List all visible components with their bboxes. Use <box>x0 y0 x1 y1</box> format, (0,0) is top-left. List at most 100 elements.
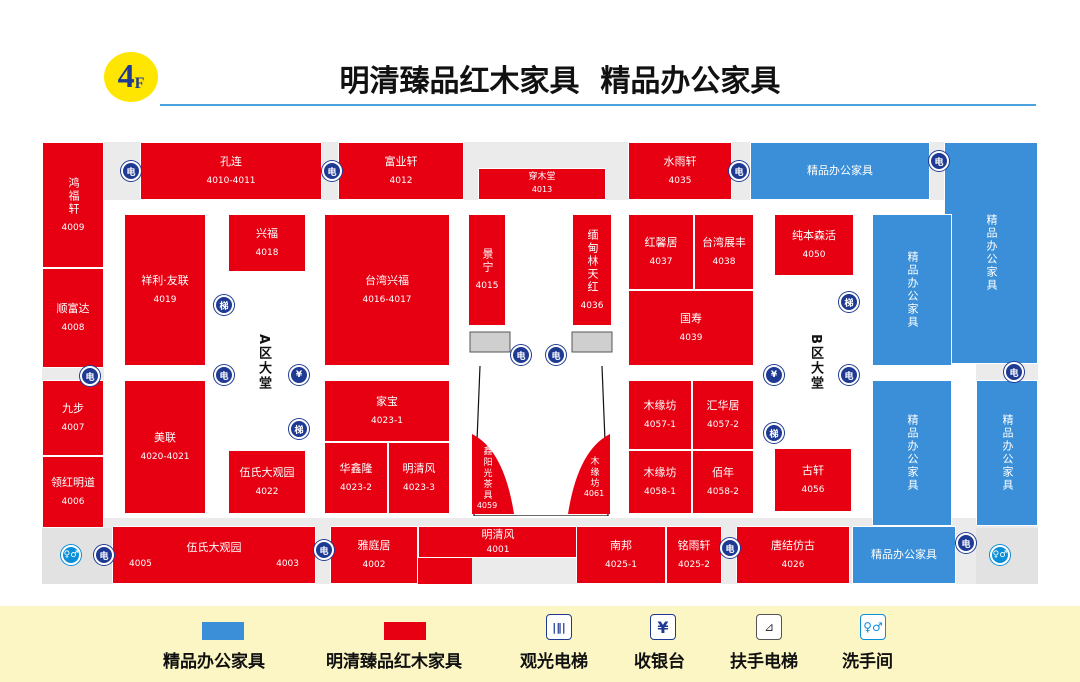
elevator-icon[interactable]: 电 <box>1004 362 1024 382</box>
escalator-legend-icon: ⊿ <box>756 614 782 640</box>
shop-4023-1[interactable]: 家宝 4023-1 <box>324 380 450 442</box>
shop-code: 4013 <box>531 185 553 194</box>
shop-code: 4058-2 <box>707 487 739 497</box>
elevator-icon[interactable]: 电 <box>121 161 141 181</box>
office-right-top[interactable]: 精品办公家具 <box>944 142 1038 364</box>
office-label: 精品办公家具 <box>906 251 919 329</box>
shop-name: 美联 <box>154 431 176 444</box>
shop-code: 4039 <box>679 333 703 343</box>
shop-name: 南邦 <box>610 539 632 552</box>
shop-name: 鸿福轩 <box>67 176 80 216</box>
shop-4023-2[interactable]: 华鑫隆 4023-2 <box>324 442 388 514</box>
floor-number: 4 <box>117 58 135 95</box>
cashier-icon[interactable]: ¥ <box>289 365 309 385</box>
escalator-icon[interactable]: 梯 <box>289 419 309 439</box>
shop-4015[interactable]: 景宁 4015 <box>468 214 506 326</box>
legend-label: 观光电梯 <box>520 652 588 672</box>
shop-4023-3[interactable]: 明清风 4023-3 <box>388 442 450 514</box>
shop-4056[interactable]: 古轩 4056 <box>774 448 852 512</box>
shop-name: 华鑫隆 <box>339 462 373 475</box>
shop-4019[interactable]: 祥利·友联 4019 <box>124 214 206 366</box>
shop-name: 祥利·友联 <box>141 274 189 287</box>
shop-code: 4023-2 <box>340 483 372 493</box>
office-bottom[interactable]: 精品办公家具 <box>852 526 956 584</box>
shop-4057-2[interactable]: 汇华居 4057-2 <box>692 380 754 450</box>
shop-code: 4061 <box>583 489 605 498</box>
shop-4001[interactable]: 明清风 4001 <box>418 526 578 558</box>
shop-code: 4018 <box>255 248 279 258</box>
office-label: 精品办公家具 <box>985 214 998 292</box>
shop-4037[interactable]: 红馨居 4037 <box>628 214 694 290</box>
shop-4012[interactable]: 富业轩 4012 <box>338 142 464 200</box>
legend <box>0 606 1080 682</box>
shop-name: 木缘坊 <box>588 456 599 489</box>
shop-4005[interactable]: 伍氏大观园 4005 4003 <box>112 526 316 584</box>
office-top[interactable]: 精品办公家具 <box>750 142 930 200</box>
office-inner-top[interactable]: 精品办公家具 <box>872 214 952 366</box>
shop-4002[interactable]: 雅庭居 4002 <box>330 526 418 584</box>
shop-4013[interactable]: 穿木堂 4013 <box>478 168 606 200</box>
hall-a-label: A区大堂 <box>256 334 271 392</box>
escalator-icon[interactable]: 梯 <box>839 292 859 312</box>
shop-name: 台湾展丰 <box>702 236 746 249</box>
office-label: 精品办公家具 <box>906 414 919 492</box>
shop-code: 4019 <box>153 295 177 305</box>
shop-code-4005: 4005 <box>129 559 152 569</box>
shop-4061[interactable]: 木缘坊 4061 <box>578 456 610 512</box>
office-right-bottom[interactable]: 精品办公家具 <box>976 380 1038 526</box>
restroom-icon[interactable]: ♀♂ <box>990 545 1010 565</box>
shop-code: 4022 <box>255 487 279 497</box>
elevator-icon[interactable]: 电 <box>314 540 334 560</box>
shop-name: 伍氏大观园 <box>239 466 295 479</box>
elevator-icon[interactable]: 电 <box>546 345 566 365</box>
shop-4006[interactable]: 领红明道 4006 <box>42 456 104 528</box>
elevator-icon[interactable]: 电 <box>94 545 114 565</box>
shop-4057-1[interactable]: 木缘坊 4057-1 <box>628 380 692 450</box>
floor-suffix: F <box>134 75 145 92</box>
shop-4008[interactable]: 顺富达 4008 <box>42 268 104 368</box>
shop-4016[interactable]: 台湾兴福 4016-4017 <box>324 214 450 366</box>
shop-4058-1[interactable]: 木缘坊 4058-1 <box>628 450 692 514</box>
cashier-legend-icon: ¥ <box>650 614 676 640</box>
shop-4025-1[interactable]: 南邦 4025-1 <box>576 526 666 584</box>
shop-4018[interactable]: 兴福 4018 <box>228 214 306 272</box>
shop-4059[interactable]: 鑫阳光茶具 4059 <box>470 446 504 512</box>
shop-4010[interactable]: 孔连 4010-4011 <box>140 142 322 200</box>
shop-4022[interactable]: 伍氏大观园 4022 <box>228 450 306 514</box>
escalator-icon[interactable]: 梯 <box>764 423 784 443</box>
office-inner-bottom[interactable]: 精品办公家具 <box>872 380 952 526</box>
elevator-icon[interactable]: 电 <box>720 538 740 558</box>
elevator-icon[interactable]: 电 <box>511 345 531 365</box>
shop-4061-shape <box>568 434 610 514</box>
elevator-legend-icon: |‖| <box>546 614 572 640</box>
legend-label: 扶手电梯 <box>730 652 798 672</box>
shop-code: 4059 <box>476 501 498 510</box>
shop-4026[interactable]: 唐结仿古 4026 <box>736 526 850 584</box>
elevator-icon[interactable]: 电 <box>729 161 749 181</box>
shop-4035[interactable]: 水雨轩 4035 <box>628 142 732 200</box>
shop-code: 4026 <box>781 560 805 570</box>
restroom-icon[interactable]: ♀♂ <box>61 545 81 565</box>
shop-name: 水雨轩 <box>663 155 697 168</box>
elevator-icon[interactable]: 电 <box>956 533 976 553</box>
shop-name: 穿木堂 <box>528 172 556 182</box>
shop-4036[interactable]: 缅甸林天红 4036 <box>572 214 612 326</box>
elevator-icon[interactable]: 电 <box>322 161 342 181</box>
shop-name: 佰年 <box>712 466 734 479</box>
shop-4058-2[interactable]: 佰年 4058-2 <box>692 450 754 514</box>
shop-4009[interactable]: 鸿福轩 4009 <box>42 142 104 268</box>
shop-name: 红馨居 <box>644 236 678 249</box>
shop-4050[interactable]: 纯本森活 4050 <box>774 214 854 276</box>
shop-4038[interactable]: 台湾展丰 4038 <box>694 214 754 290</box>
shop-4025-2[interactable]: 铭雨轩 4025-2 <box>666 526 722 584</box>
escalator-icon[interactable]: 梯 <box>214 295 234 315</box>
elevator-icon[interactable]: 电 <box>929 151 949 171</box>
elevator-icon[interactable]: 电 <box>214 365 234 385</box>
elevator-icon[interactable]: 电 <box>839 365 859 385</box>
cashier-icon[interactable]: ¥ <box>764 365 784 385</box>
shop-name: 领红明道 <box>51 476 95 489</box>
elevator-icon[interactable]: 电 <box>80 366 100 386</box>
shop-4039[interactable]: 国寿 4039 <box>628 290 754 366</box>
shop-4007[interactable]: 九步 4007 <box>42 380 104 456</box>
shop-4020[interactable]: 美联 4020-4021 <box>124 380 206 514</box>
